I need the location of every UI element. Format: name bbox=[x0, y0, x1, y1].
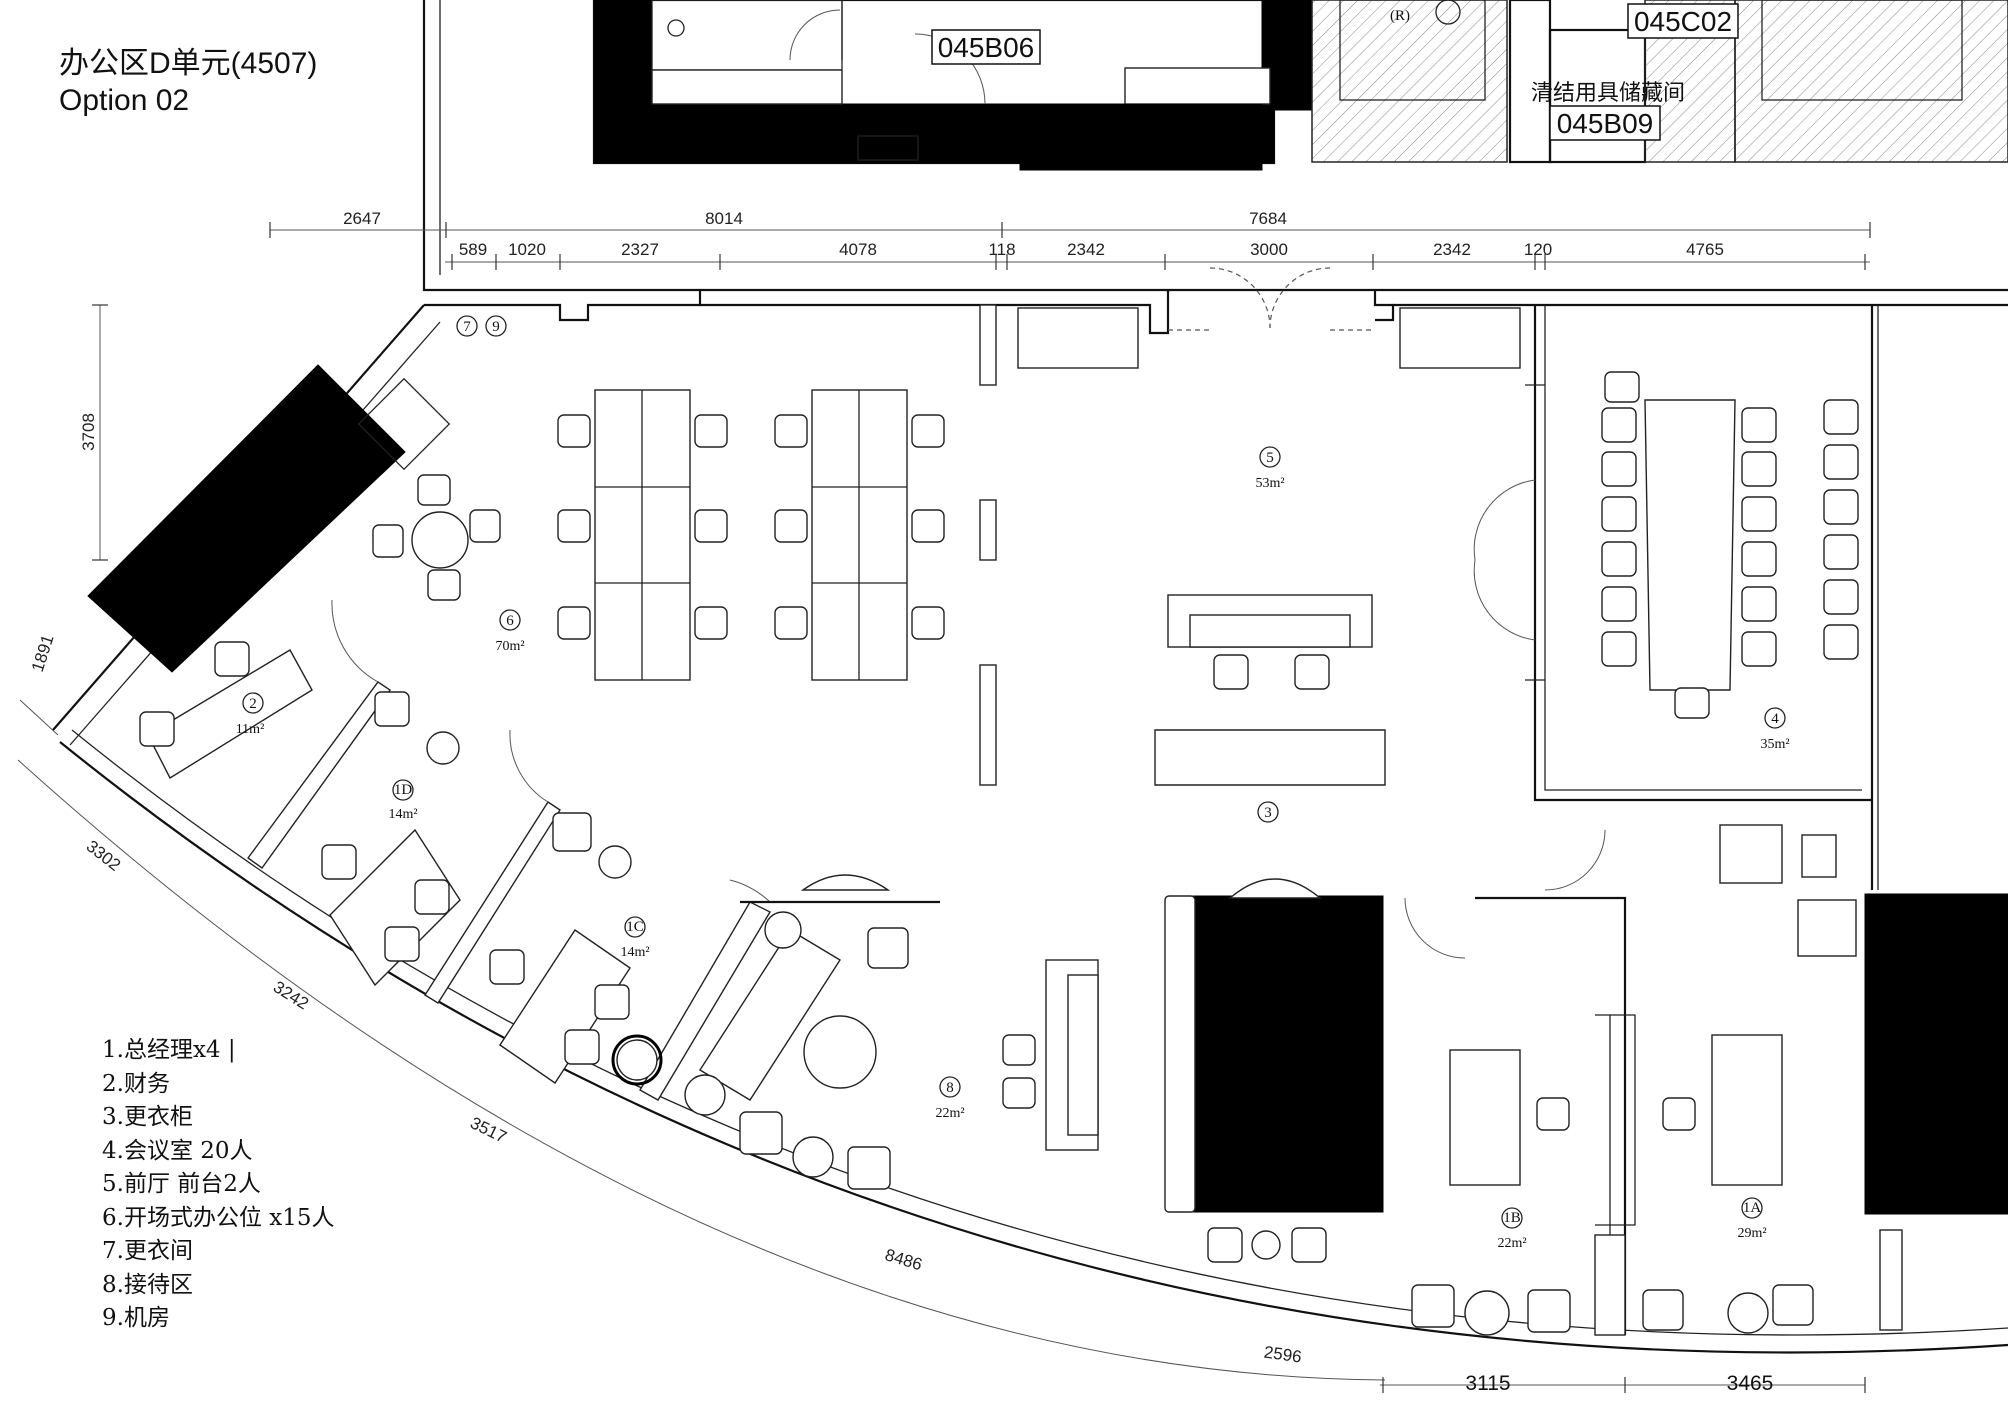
legend-item: 9.机房 bbox=[102, 1305, 170, 1331]
svg-text:3517: 3517 bbox=[467, 1113, 509, 1147]
workstations bbox=[147, 389, 1857, 1336]
legend-item: 3.更衣柜 bbox=[102, 1104, 193, 1130]
svg-text:3: 3 bbox=[1264, 805, 1272, 821]
svg-text:7: 7 bbox=[463, 319, 471, 335]
svg-text:9: 9 bbox=[492, 319, 500, 335]
outer-walls bbox=[52, 0, 2008, 1354]
svg-text:8014: 8014 bbox=[705, 209, 743, 228]
svg-text:3115: 3115 bbox=[1465, 1372, 1510, 1395]
svg-text:1B: 1B bbox=[1503, 1210, 1521, 1226]
svg-text:(R): (R) bbox=[1390, 8, 1410, 24]
svg-text:3242: 3242 bbox=[270, 977, 312, 1013]
svg-text:120: 120 bbox=[1524, 240, 1552, 259]
legend-item: 1.总经理x4 | bbox=[102, 1037, 236, 1063]
svg-text:2327: 2327 bbox=[621, 240, 659, 259]
chairs bbox=[139, 371, 1859, 1333]
svg-text:2: 2 bbox=[249, 696, 257, 712]
svg-text:53m²: 53m² bbox=[1255, 476, 1284, 491]
legend-item: 7.更衣间 bbox=[102, 1238, 193, 1264]
legend-item: 6.开场式办公位 x15人 bbox=[102, 1204, 335, 1231]
svg-text:1C: 1C bbox=[626, 919, 644, 935]
svg-text:4078: 4078 bbox=[839, 240, 877, 259]
tag-045c02: 045C02 bbox=[1634, 6, 1732, 37]
svg-text:118: 118 bbox=[988, 240, 1015, 259]
svg-text:2342: 2342 bbox=[1433, 240, 1471, 259]
top-core-rooms: (R) bbox=[592, 0, 2008, 171]
svg-text:3000: 3000 bbox=[1250, 240, 1288, 259]
svg-text:8: 8 bbox=[946, 1080, 954, 1096]
svg-text:2596: 2596 bbox=[1263, 1343, 1303, 1367]
svg-text:22m²: 22m² bbox=[1497, 1236, 1526, 1251]
storage-room-label: 清结用具储藏间 bbox=[1531, 81, 1685, 106]
svg-text:1020: 1020 bbox=[508, 240, 546, 259]
svg-text:1A: 1A bbox=[1743, 1200, 1762, 1216]
legend-item: 8.接待区 bbox=[102, 1271, 193, 1298]
tag-045b09: 045B09 bbox=[1557, 108, 1654, 139]
svg-text:4: 4 bbox=[1771, 711, 1779, 727]
tag-045b06: 045B06 bbox=[938, 32, 1035, 63]
drawing-title: 办公区D单元(4507) bbox=[59, 47, 318, 80]
svg-text:8486: 8486 bbox=[883, 1245, 925, 1274]
svg-text:1D: 1D bbox=[394, 782, 413, 798]
svg-text:1891: 1891 bbox=[28, 632, 58, 674]
legend-item: 4.会议室 20人 bbox=[102, 1137, 253, 1164]
svg-text:2647: 2647 bbox=[343, 209, 381, 228]
svg-text:22m²: 22m² bbox=[935, 1106, 964, 1121]
room-markers: 5 53m² 6 70m² 2 11m² 1D 14m² 1C 14m² 8 2… bbox=[236, 315, 1790, 1251]
svg-text:35m²: 35m² bbox=[1760, 737, 1789, 752]
svg-text:589: 589 bbox=[459, 240, 487, 259]
svg-text:7684: 7684 bbox=[1249, 209, 1287, 228]
svg-text:5: 5 bbox=[1266, 450, 1274, 466]
svg-text:4765: 4765 bbox=[1686, 240, 1724, 259]
internal-walls bbox=[247, 304, 2008, 1336]
dimension-lines: 2647 8014 7684 589 1020 2327 4078 118 23… bbox=[17, 209, 1871, 1395]
svg-text:3708: 3708 bbox=[79, 413, 98, 451]
svg-text:2342: 2342 bbox=[1067, 240, 1105, 259]
svg-text:3302: 3302 bbox=[83, 837, 125, 875]
svg-text:14m²: 14m² bbox=[388, 807, 417, 822]
svg-text:70m²: 70m² bbox=[495, 639, 524, 654]
legend-item: 2.财务 bbox=[102, 1070, 170, 1097]
svg-text:6: 6 bbox=[506, 613, 514, 629]
svg-text:11m²: 11m² bbox=[236, 722, 265, 737]
drawing-option-label: Option 02 bbox=[59, 84, 190, 117]
legend-item: 5.前厅 前台2人 bbox=[102, 1171, 261, 1197]
room-legend: 1.总经理x4 | 2.财务 3.更衣柜 4.会议室 20人 5.前厅 前台2人… bbox=[102, 1034, 335, 1336]
room-tags: 045B06 045C02 清结用具储藏间 045B09 bbox=[931, 3, 1739, 141]
svg-text:29m²: 29m² bbox=[1737, 1226, 1766, 1241]
svg-text:3465: 3465 bbox=[1727, 1372, 1774, 1395]
svg-text:14m²: 14m² bbox=[620, 945, 649, 960]
